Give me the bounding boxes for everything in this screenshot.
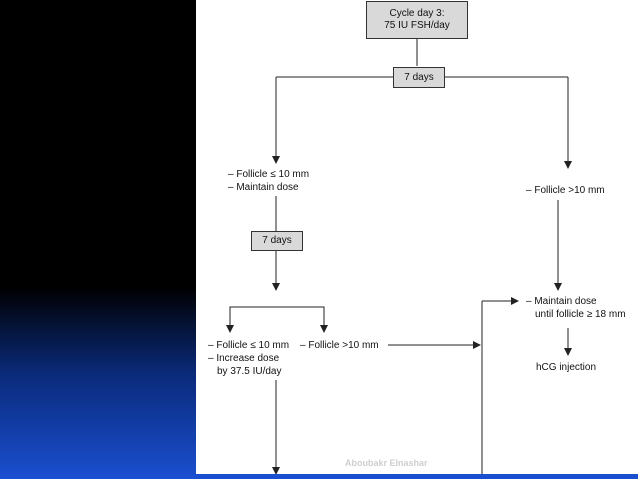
- wait-mid-box: 7 days: [251, 231, 303, 251]
- left-branch-line1: – Follicle ≤ 10 mm: [228, 169, 310, 180]
- low-response-line3: by 37.5 IU/day: [217, 366, 282, 377]
- wait-top-label: 7 days: [404, 71, 434, 83]
- start-box: Cycle day 3: 75 IU FSH/day: [366, 1, 468, 39]
- left-decorative-panel: [0, 0, 196, 479]
- low-response-line1: – Follicle ≤ 10 mm: [208, 340, 290, 351]
- start-line1: Cycle day 3:: [389, 8, 445, 19]
- bottom-accent-bar: [0, 474, 638, 479]
- left-branch-line2: – Maintain dose: [228, 182, 299, 193]
- connector-split-bracket: [229, 306, 325, 330]
- watermark-text: Aboubakr Elnashar: [345, 458, 428, 468]
- maintain-text: – Maintain dose until follicle ≥ 18 mm: [526, 295, 626, 321]
- low-response-text: – Follicle ≤ 10 mm – Increase dose by 37…: [208, 339, 289, 378]
- low-response-line2: – Increase dose: [208, 353, 280, 364]
- hcg-trigger-text: hCG injection: [536, 362, 597, 373]
- right-branch-text: – Follicle >10 mm: [526, 185, 605, 196]
- follicle-over-text: – Follicle >10 mm: [300, 340, 379, 351]
- wait-top-box: 7 days: [393, 67, 445, 88]
- left-branch-text: – Follicle ≤ 10 mm – Maintain dose: [228, 168, 309, 194]
- start-line2: 75 IU FSH/day: [384, 20, 450, 31]
- wait-mid-label: 7 days: [262, 235, 292, 246]
- maintain-line2: until follicle ≥ 18 mm: [535, 309, 626, 320]
- maintain-line1: – Maintain dose: [526, 296, 597, 307]
